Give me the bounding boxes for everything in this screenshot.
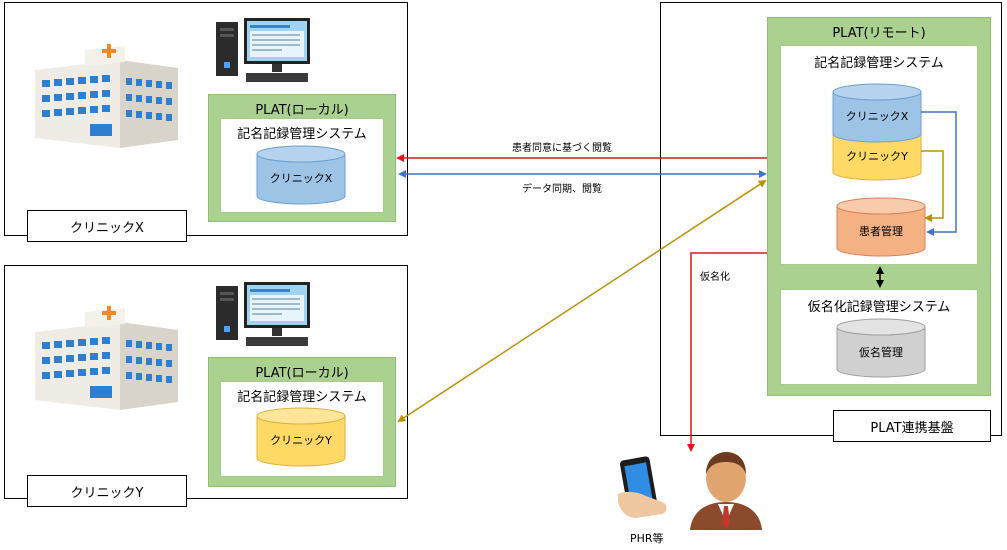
consent-view-label: 患者同意に基づく閲覧 — [512, 143, 612, 154]
desktop-computer-icon — [216, 18, 310, 82]
phr-label: PHR等 — [630, 532, 664, 545]
clinic-y-plat-title: PLAT(ローカル) — [255, 366, 349, 381]
plat-remote-title: PLAT(リモート) — [832, 26, 926, 41]
clinic-y-name: クリニックY — [70, 485, 144, 501]
remote-clinic-x-label: クリニックX — [845, 110, 909, 123]
clinic-x-name: クリニックX — [70, 220, 144, 236]
remote-named-system-title: 記名記録管理システム — [814, 56, 944, 71]
hospital-building-icon — [35, 44, 178, 148]
clinic-x-name-box: クリニックX — [27, 210, 187, 242]
clinic-x-db-label: クリニックX — [269, 172, 333, 185]
desktop-computer-icon — [216, 282, 310, 346]
remote-clinic-x-database: クリニックX — [832, 83, 922, 143]
clinic-y-name-box: クリニックY — [27, 475, 187, 507]
clinic-y-sync-arrow — [397, 179, 767, 423]
clinic-x-database: クリニックX — [256, 145, 346, 205]
pseudonym-management-label: 仮名管理 — [859, 346, 903, 359]
pseudonym-management-database: 仮名管理 — [836, 318, 926, 378]
clinic-x-plat-title: PLAT(ローカル) — [255, 103, 349, 118]
platform-name-box: PLAT連携基盤 — [833, 410, 991, 442]
clinic-x-to-patient-arrow — [921, 111, 957, 236]
person-icon — [690, 452, 762, 530]
patient-management-database: 患者管理 — [836, 197, 926, 257]
pseudonymize-arrow — [687, 252, 767, 452]
clinic-y-system-title: 記名記録管理システム — [237, 390, 367, 405]
patient-management-label: 患者管理 — [859, 225, 903, 238]
clinic-y-to-patient-arrow — [921, 150, 944, 222]
platform-name: PLAT連携基盤 — [870, 420, 954, 436]
remote-clinic-y-label: クリニックY — [846, 150, 908, 163]
pseudonymize-label: 仮名化 — [700, 272, 730, 283]
clinic-y-database: クリニックY — [256, 407, 346, 467]
smartphone-hand-icon — [618, 456, 667, 518]
sync-view-label: データ同期、閲覧 — [522, 184, 602, 195]
pseudonymized-system-title: 仮名化記録管理システム — [807, 300, 951, 315]
clinic-y-db-label: クリニックY — [270, 434, 332, 447]
hospital-building-icon — [35, 306, 178, 410]
clinic-x-system-title: 記名記録管理システム — [237, 127, 367, 142]
